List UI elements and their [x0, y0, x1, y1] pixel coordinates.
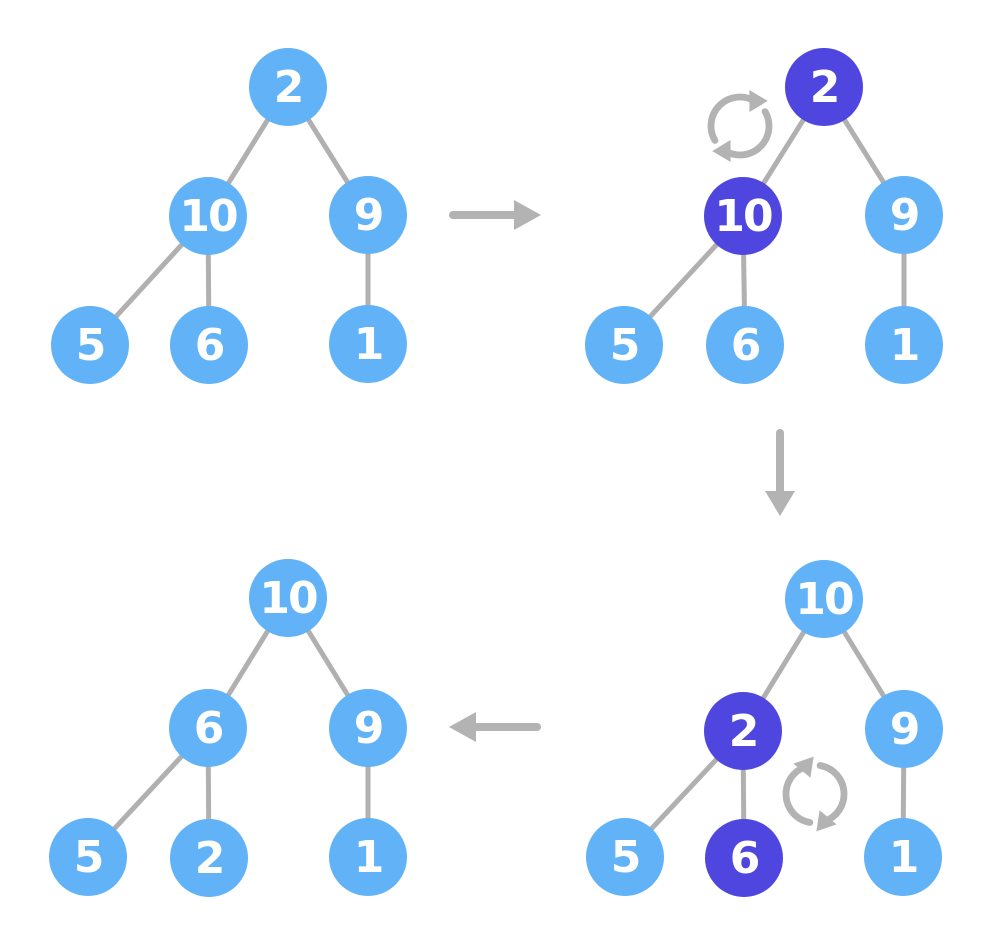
tree4-node-root: 10: [249, 559, 327, 637]
swap-cycle-icon-step2: [693, 80, 788, 173]
tree4-node-left-right: 2: [170, 819, 248, 897]
tree4-node-left: 6: [169, 689, 247, 767]
tree3-node-root: 10: [785, 560, 863, 638]
tree3-node-right: 9: [865, 690, 943, 768]
tree3-node-left-right: 6: [705, 819, 783, 897]
tree3-node-left: 2: [704, 692, 782, 770]
tree1-node-root: 2: [249, 48, 327, 126]
tree1-node-right-left: 1: [329, 305, 407, 383]
tree1-node-left-left: 5: [51, 306, 129, 384]
tree3-node-left-left: 5: [586, 818, 664, 896]
tree4-node-left-left: 5: [49, 818, 127, 896]
arrow-right-icon: [449, 200, 541, 230]
tree1-node-left: 10: [169, 177, 247, 255]
tree2-node-right: 9: [865, 176, 943, 254]
tree2-node-left-left: 5: [585, 306, 663, 384]
tree3-node-right-left: 1: [864, 818, 942, 896]
tree1-node-right: 9: [329, 176, 407, 254]
tree2-node-root: 2: [785, 48, 863, 126]
tree1-node-left-right: 6: [170, 306, 248, 384]
swap-cycle-icon-step3: [786, 757, 844, 832]
tree2-node-right-left: 1: [865, 306, 943, 384]
tree4-node-right-left: 1: [329, 818, 407, 896]
tree4-node-right: 9: [329, 689, 407, 767]
arrow-left-icon: [449, 712, 541, 742]
tree2-node-left-right: 6: [706, 306, 784, 384]
tree2-node-left: 10: [704, 177, 782, 255]
arrow-down-icon: [765, 429, 795, 516]
